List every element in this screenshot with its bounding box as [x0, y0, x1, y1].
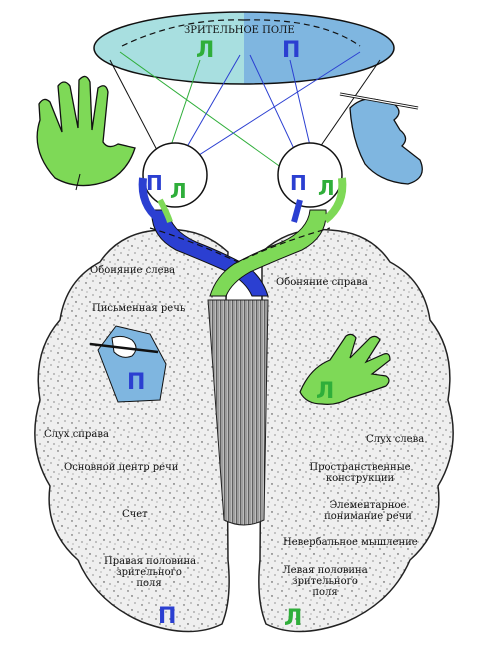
right-eye-letter-p: П — [290, 171, 307, 195]
label-left-visual-half: Левая половина зрительного поля — [280, 565, 370, 598]
dashed-tract — [149, 227, 331, 263]
label-line: зрительного — [116, 567, 182, 578]
left-bottom-letter: П — [158, 604, 177, 629]
left-hand-letter: П — [127, 370, 146, 395]
visual-field-title: ЗРИТЕЛЬНОЕ ПОЛЕ — [184, 25, 295, 36]
right-eye-letter-l: Л — [318, 176, 335, 200]
label-hearing-left: Слух слева — [366, 434, 425, 445]
brain — [34, 228, 454, 633]
visual-field-outline — [93, 11, 395, 85]
label-line: поля — [312, 587, 338, 598]
label-speech-center: Основной центр речи — [64, 462, 179, 473]
green-tract — [209, 209, 327, 297]
blue-hand-pen-icon — [339, 92, 423, 185]
label-line: понимание речи — [324, 511, 412, 522]
blue-hand-in-brain-icon — [89, 325, 167, 403]
right-hemisphere — [258, 228, 454, 633]
left-eye-letter-l: Л — [170, 179, 187, 203]
left-hemisphere — [34, 228, 230, 633]
label-hearing-right: Слух справа — [44, 429, 109, 440]
visual-field-left-half — [94, 12, 244, 84]
label-elementary-speech: Элементарное понимание речи — [318, 500, 418, 522]
visual-field-dashed-arc-left — [121, 19, 245, 47]
green-hand-in-brain-icon — [299, 333, 391, 405]
green-hand-icon — [36, 75, 136, 191]
label-line: поля — [136, 578, 162, 589]
left-eye-letter-p: П — [146, 171, 163, 195]
label-nonverbal: Невербальное мышление — [283, 537, 418, 548]
label-line: Левая половина — [282, 565, 368, 576]
right-hand-letter: Л — [316, 379, 335, 404]
label-line: Пространственные — [309, 462, 411, 473]
label-line: зрительного — [292, 576, 358, 587]
label-right-visual-half: Правая половина зрительного поля — [104, 556, 197, 589]
projection-line — [119, 51, 297, 179]
label-smell-right: Обоняние справа — [276, 277, 368, 288]
label-spatial: Пространственные конструкции — [300, 462, 420, 484]
visual-field-right-letter: П — [282, 38, 301, 63]
visual-field-right-half — [244, 12, 394, 84]
label-line: конструкции — [325, 473, 395, 484]
optic-tracts — [149, 209, 331, 297]
corpus-callosum — [207, 299, 269, 526]
visual-field — [93, 11, 395, 85]
right-eye — [277, 142, 347, 224]
label-writing: Письменная речь — [92, 303, 186, 314]
pen-icon — [89, 342, 159, 354]
label-smell-left: Обоняние слева — [90, 265, 176, 276]
right-bottom-letter: Л — [284, 606, 303, 631]
label-line: Правая половина — [104, 556, 197, 567]
label-counting: Счет — [122, 509, 148, 520]
left-eye — [138, 142, 208, 224]
visual-field-left-letter: Л — [196, 38, 215, 63]
label-line: Элементарное — [329, 500, 407, 511]
